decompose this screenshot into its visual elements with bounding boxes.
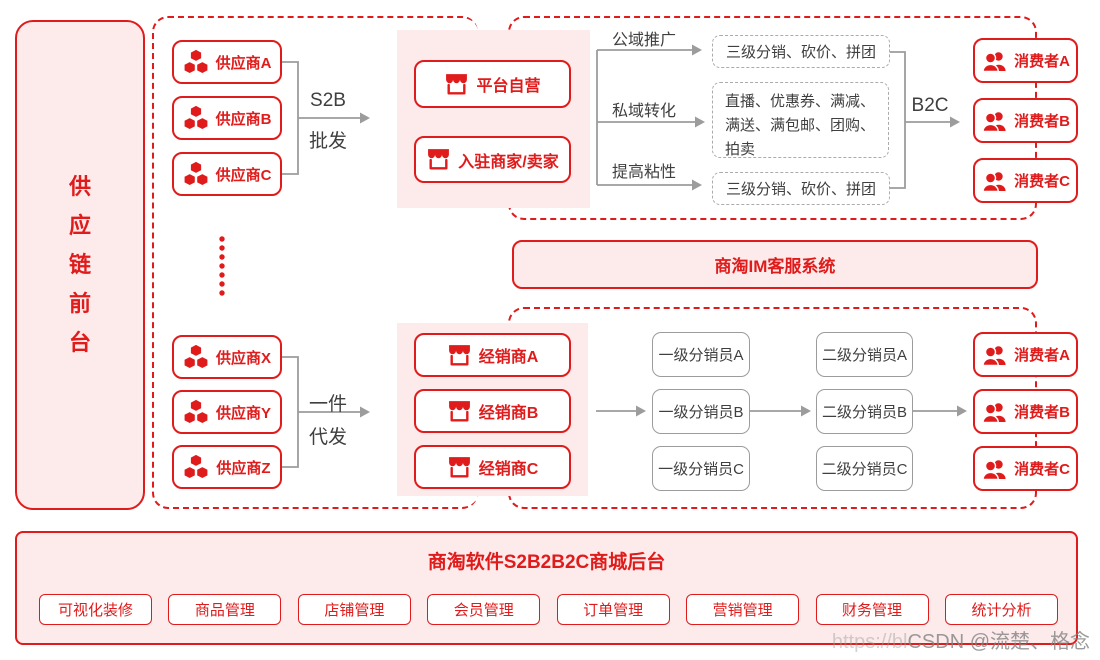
module-order-mgmt: 订单管理 <box>556 594 670 625</box>
supplier-node: 供应商X <box>172 335 282 379</box>
consumer-label: 消费者B <box>1014 113 1070 130</box>
marketing-tools-box: 直播、优惠券、满减、满送、满包邮、团购、拍卖 <box>712 82 889 158</box>
module-member-mgmt: 会员管理 <box>427 594 541 625</box>
supplier-label: 供应商B <box>215 110 272 128</box>
suppliers-dashed-group <box>152 16 478 509</box>
consumers-icon <box>982 345 1006 366</box>
consumer-node: 消费者A <box>973 332 1078 377</box>
watermark: https://blCSDN @流楚、格念 <box>832 625 1090 654</box>
sidebar-char: 供 <box>68 174 91 199</box>
consumer-node: 消费者C <box>973 446 1078 491</box>
distributor-l1-node: 一级分销员A <box>652 332 750 377</box>
storefront-icon <box>428 149 450 170</box>
boxes-hexagon-icon <box>184 344 208 369</box>
marketing-tools-box: 三级分销、砍价、拼团 <box>712 172 890 205</box>
distributor-l2-node: 二级分销员C <box>816 446 913 491</box>
storefront-icon <box>448 344 470 366</box>
sidebar-char: 前 <box>68 291 91 316</box>
dealer-label: 经销商C <box>478 461 539 478</box>
supplier-label: 供应商Z <box>216 459 271 477</box>
consumers-icon <box>982 402 1006 423</box>
consumer-label: 消费者C <box>1014 461 1070 478</box>
dropship-label-2: 代发 <box>308 427 347 448</box>
supplier-label: 供应商Y <box>215 404 271 422</box>
boxes-hexagon-icon <box>184 454 208 479</box>
im-customer-service-bar: 商淘IM客服系统 <box>512 240 1038 289</box>
marketing-tools-box: 三级分销、砍价、拼团 <box>712 35 890 68</box>
supplier-label: 供应商X <box>215 349 271 367</box>
boxes-hexagon-icon <box>184 105 207 130</box>
supplier-label: 供应商C <box>215 166 272 184</box>
backend-title: 商淘软件S2B2B2C商城后台 <box>427 552 666 573</box>
sidebar-char: 台 <box>68 330 91 355</box>
merchants-label: 入驻商家/卖家 <box>458 153 559 171</box>
backend-panel: 商淘软件S2B2B2C商城后台 可视化装修 商品管理 店铺管理 会员管理 订单管… <box>15 531 1078 645</box>
dealer-label: 经销商B <box>478 405 539 422</box>
distributor-l1-node: 一级分销员B <box>652 389 750 434</box>
consumers-icon <box>982 459 1006 480</box>
distributor-l1-node: 一级分销员C <box>652 446 750 491</box>
consumer-node: 消费者B <box>973 389 1078 434</box>
dealer-node: 经销商A <box>414 333 571 377</box>
supply-chain-front-panel: 供 应 链 前 台 <box>15 20 145 510</box>
distributor-l2-node: 二级分销员A <box>816 332 913 377</box>
module-shop-mgmt: 店铺管理 <box>297 594 411 625</box>
consumer-label: 消费者B <box>1014 404 1070 421</box>
platform-label: 平台自营 <box>476 78 541 95</box>
consumer-label: 消费者C <box>1014 173 1070 190</box>
watermark-url: https://bl <box>831 631 908 653</box>
consumer-node: 消费者B <box>973 98 1078 143</box>
consumers-icon <box>982 111 1006 132</box>
watermark-text: CSDN @流楚、格念 <box>907 631 1090 653</box>
strategy-label: 私域转化 <box>612 103 677 120</box>
strategy-label: 公域推广 <box>612 32 677 49</box>
boxes-hexagon-icon <box>184 399 208 424</box>
storefront-icon <box>448 456 470 478</box>
module-finance-mgmt: 财务管理 <box>815 594 929 625</box>
storefront-icon <box>448 400 470 422</box>
dealer-node: 经销商C <box>414 445 571 489</box>
sidebar-char: 链 <box>68 252 91 277</box>
module-product-mgmt: 商品管理 <box>168 594 282 625</box>
supplier-node: 供应商C <box>172 152 282 196</box>
platform-self-operated-node: 平台自营 <box>414 60 571 108</box>
consumer-node: 消费者A <box>973 38 1078 83</box>
consumers-icon <box>982 51 1006 72</box>
dropship-label-1: 一件 <box>308 394 347 415</box>
consumer-label: 消费者A <box>1014 53 1070 70</box>
supplier-label: 供应商A <box>215 54 272 72</box>
ellipsis-dots <box>219 236 225 296</box>
s2b-label: S2B <box>310 90 346 111</box>
supplier-node: 供应商B <box>172 96 282 140</box>
dealer-label: 经销商A <box>478 349 539 366</box>
dealer-node: 经销商B <box>414 389 571 433</box>
storefront-icon <box>446 73 468 95</box>
boxes-hexagon-icon <box>184 161 207 186</box>
consumers-icon <box>982 171 1006 192</box>
consumer-label: 消费者A <box>1014 347 1070 364</box>
supplier-node: 供应商Y <box>172 390 282 434</box>
boxes-hexagon-icon <box>184 49 207 74</box>
module-visual-decoration: 可视化装修 <box>39 594 152 625</box>
supplier-node: 供应商Z <box>172 445 282 489</box>
consumer-node: 消费者C <box>973 158 1078 203</box>
supplier-node: 供应商A <box>172 40 282 84</box>
sidebar-char: 应 <box>68 213 91 238</box>
backend-modules-row: 可视化装修 商品管理 店铺管理 会员管理 订单管理 营销管理 财务管理 统计分析 <box>39 594 1058 625</box>
merchants-node: 入驻商家/卖家 <box>414 136 571 183</box>
strategy-label: 提高粘性 <box>612 164 677 181</box>
distributor-l2-node: 二级分销员B <box>816 389 913 434</box>
module-marketing-mgmt: 营销管理 <box>686 594 800 625</box>
b2c-label: B2C <box>911 95 949 116</box>
module-statistics: 统计分析 <box>944 594 1058 625</box>
wholesale-label: 批发 <box>308 131 347 152</box>
